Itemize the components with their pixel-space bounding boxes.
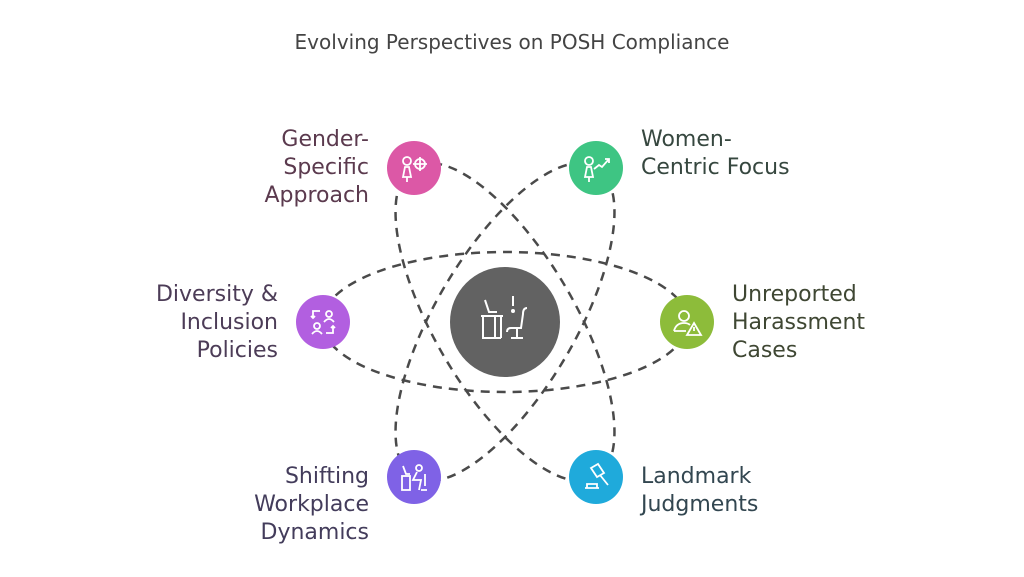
label-gender-specific-approach: Gender- Specific Approach xyxy=(264,127,369,208)
node-unreported-harassment xyxy=(660,295,714,349)
person-warning-icon xyxy=(673,310,703,336)
person-at-desk-icon xyxy=(401,464,427,491)
label-unreported-harassment: Unreported Harassment Cases xyxy=(732,282,866,363)
gavel-icon xyxy=(585,462,609,489)
node-gender-specific-approach xyxy=(387,141,441,195)
workplace-desk-alert-icon xyxy=(481,296,528,339)
label-diversity-inclusion: Diversity & Inclusion Policies xyxy=(155,282,278,363)
people-exchange-icon xyxy=(310,310,336,335)
label-women-centric-focus: Women- Centric Focus xyxy=(641,127,790,180)
center-workplace-node xyxy=(450,267,560,377)
diagram-title: Evolving Perspectives on POSH Compliance xyxy=(294,30,730,54)
woman-target-icon xyxy=(401,156,427,182)
node-landmark-judgments xyxy=(569,450,623,504)
node-women-centric-focus xyxy=(569,141,623,195)
woman-growth-icon xyxy=(583,156,610,182)
label-landmark-judgments: Landmark Judgments xyxy=(641,464,759,517)
label-shifting-workplace-dynamics: Shifting Workplace Dynamics xyxy=(254,464,369,545)
node-diversity-inclusion xyxy=(296,295,350,349)
node-shifting-workplace-dynamics xyxy=(387,450,441,504)
